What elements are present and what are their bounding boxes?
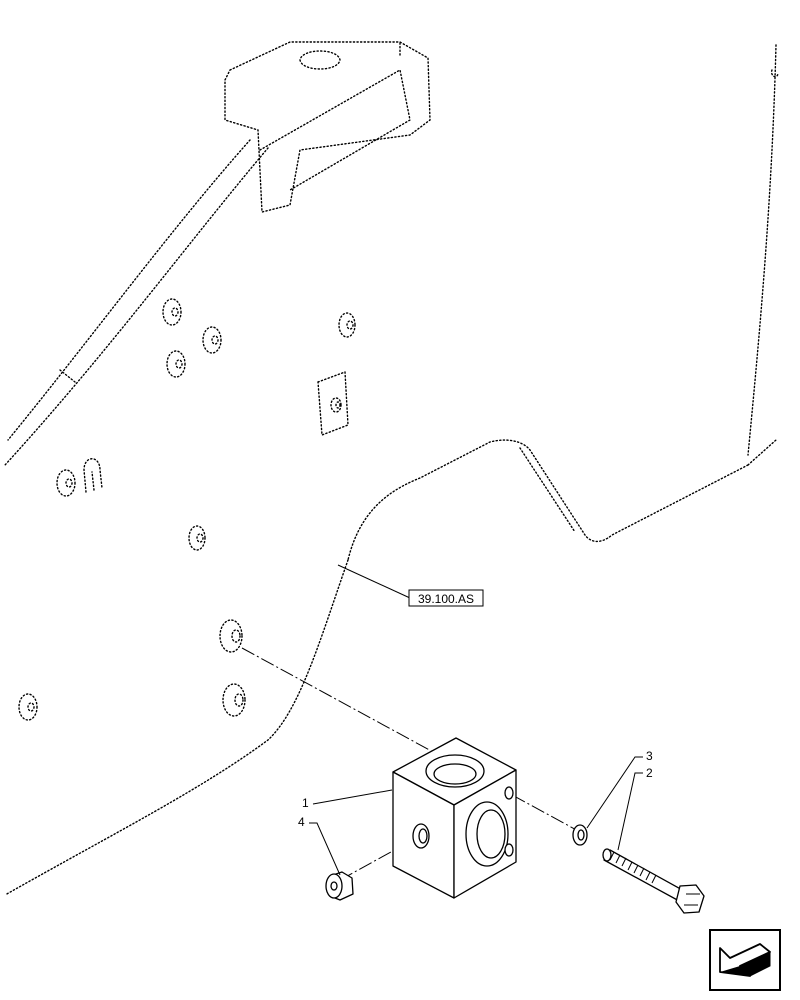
hole-grommet bbox=[166, 350, 186, 378]
bolt bbox=[602, 848, 705, 914]
hole-grommet bbox=[222, 683, 246, 717]
callout-label-3: 3 bbox=[646, 749, 653, 763]
hole-grommet bbox=[202, 326, 222, 354]
frame-phantom-outline bbox=[4, 41, 779, 896]
callout-2[interactable]: 2 bbox=[617, 766, 653, 851]
exit-arrow-icon[interactable] bbox=[709, 929, 781, 991]
callout-label-1: 1 bbox=[302, 796, 309, 810]
washer bbox=[572, 824, 588, 846]
callout-1[interactable]: 1 bbox=[302, 789, 393, 810]
frame-holes bbox=[18, 298, 356, 721]
valve-block bbox=[392, 737, 517, 899]
callout-4[interactable]: 4 bbox=[298, 815, 341, 876]
mounting-plate bbox=[317, 371, 349, 436]
hole-grommet bbox=[18, 693, 38, 721]
hole-grommet bbox=[338, 312, 356, 338]
hole-grommet bbox=[162, 298, 182, 326]
callout-label-4: 4 bbox=[298, 815, 305, 829]
reference-callout[interactable]: 39.100.AS bbox=[337, 564, 484, 607]
hole-grommet bbox=[56, 469, 76, 497]
callout-label-2: 2 bbox=[646, 766, 653, 780]
hole-grommet bbox=[188, 525, 206, 551]
callout-3[interactable]: 3 bbox=[586, 749, 653, 829]
hole-grommet-mount bbox=[219, 619, 243, 653]
reference-label: 39.100.AS bbox=[418, 592, 474, 606]
plug bbox=[325, 871, 354, 901]
clip-hook bbox=[83, 458, 103, 493]
